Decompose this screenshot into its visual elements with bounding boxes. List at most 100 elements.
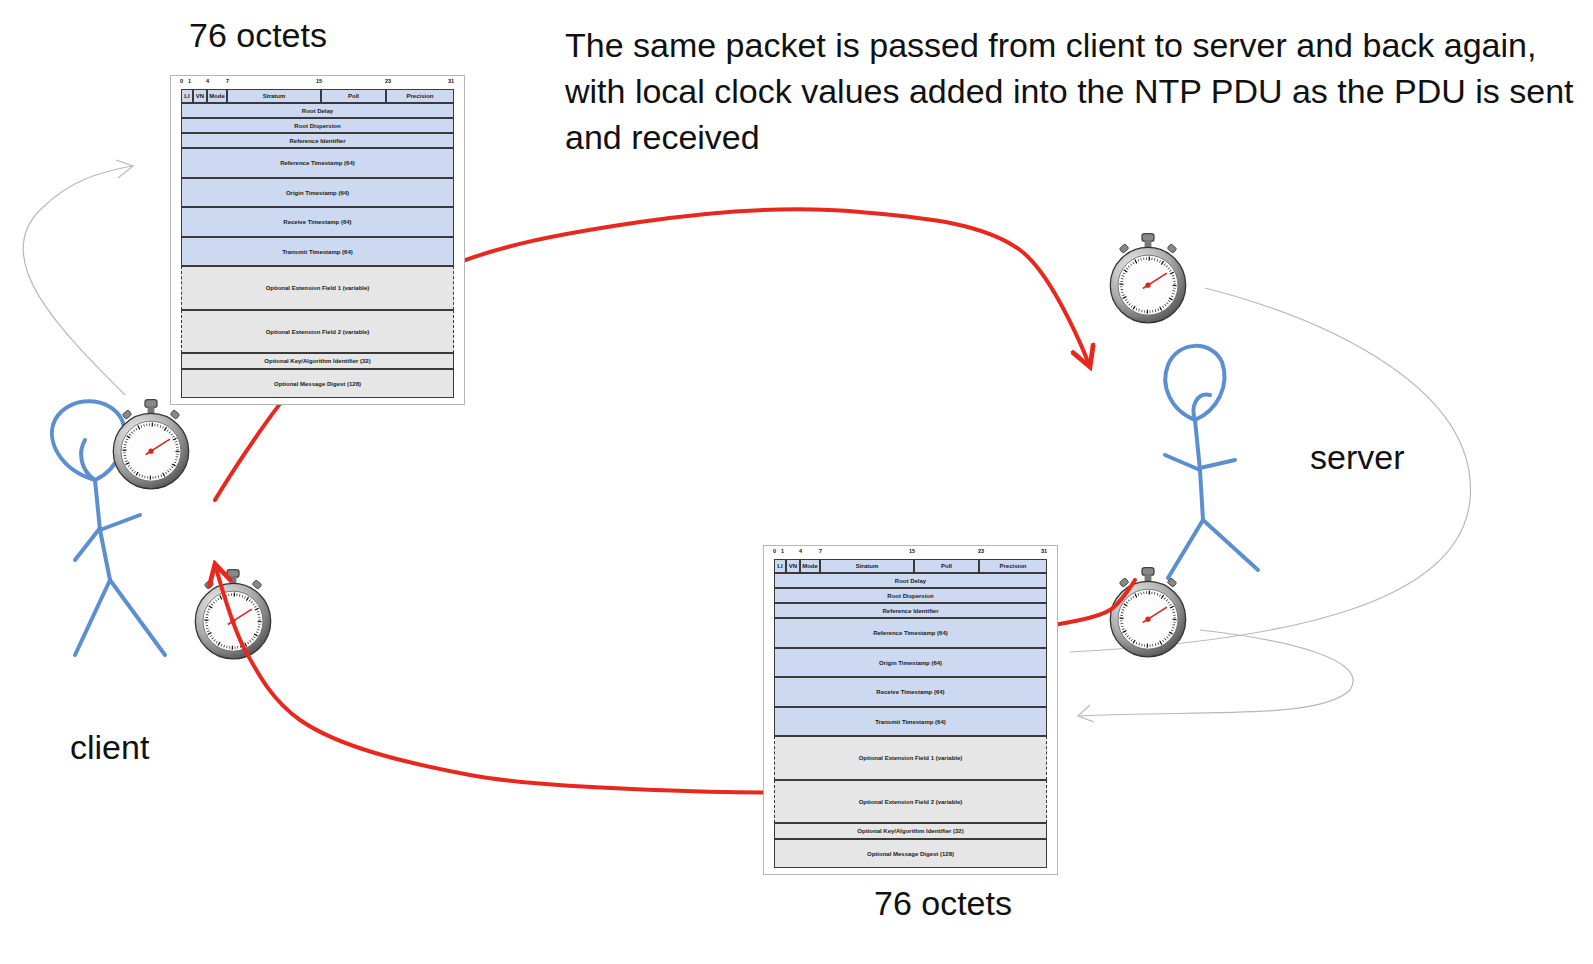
header-field: Stratum [820,559,914,573]
field-name: Root Delay [895,578,926,584]
bit-number: 1 [781,548,784,554]
bit-number: 15 [316,78,322,84]
packet-frame: 76 octetsLIVNModeStratumPollPrecisionRoo… [170,75,465,405]
bit-number: 23 [385,78,391,84]
header-field: Optional Extension Field 2 (variable) [774,780,1047,823]
field-name: Precision [406,93,433,99]
actor-name: client [70,728,149,767]
header-field: Reference Identifier [774,603,1047,618]
field-name: Stratum [263,93,286,99]
stopwatch [1110,568,1185,657]
size-heading: 76 octets [189,16,327,55]
field-name: Optional Message Digest (128) [867,851,954,857]
header-field: Optional Extension Field 1 (variable) [774,736,1047,780]
header-field: Mode [800,559,820,573]
stopwatch [1110,234,1185,323]
header-field: Root Dispersion [181,118,454,133]
bit-number: 7 [819,548,822,554]
header-field: Poll [321,89,386,103]
field-name: Root Delay [302,108,333,114]
field-name: LI [777,563,782,569]
header-field: Optional Key/Algorithm Identifier (32) [181,353,454,369]
stopwatch [195,570,270,659]
field-name: Optional Extension Field 1 (variable) [266,285,370,291]
header-field: Root Dispersion [774,588,1047,603]
field-name: Root Dispersion [887,593,933,599]
header-field: Mode [207,89,227,103]
actor-name: server [1310,438,1404,477]
server-figure [1165,346,1258,578]
header-field: Origin Timestamp (64) [774,648,1047,677]
caption-note: The same packet is passed from client to… [565,22,1575,160]
field-name: Receive Timestamp (64) [876,689,944,695]
field-name: Receive Timestamp (64) [283,219,351,225]
bit-number: 23 [978,548,984,554]
field-name: Optional Key/Algorithm Identifier (32) [857,828,963,834]
actor: client [40,380,215,780]
field-name: Origin Timestamp (64) [286,190,349,196]
header-field: Root Delay [181,103,454,118]
field-name: Root Dispersion [294,123,340,129]
field-name: Poll [941,563,952,569]
header-field: Reference Identifier [181,133,454,148]
leader-line [116,160,133,178]
actor: server [1090,280,1450,580]
field-name: Optional Message Digest (128) [274,381,361,387]
header-field: VN [786,559,800,573]
header-field: LI [181,89,193,103]
field-name: Poll [348,93,359,99]
bit-number: 15 [909,548,915,554]
field-name: Reference Identifier [882,608,938,614]
bit-number: 0 [180,78,183,84]
field-name: VN [196,93,204,99]
header-field: Receive Timestamp (64) [181,207,454,237]
field-name: Optional Extension Field 1 (variable) [859,755,963,761]
header-field: Receive Timestamp (64) [774,677,1047,707]
header-field: Origin Timestamp (64) [181,178,454,207]
bit-number: 4 [799,548,802,554]
message-arrow [1058,580,1135,624]
field-name: Mode [802,563,818,569]
bit-number: 4 [206,78,209,84]
bit-number: 0 [773,548,776,554]
header-field: VN [193,89,207,103]
field-name: Precision [999,563,1026,569]
header-field: Root Delay [774,573,1047,588]
bit-number: 1 [188,78,191,84]
header-field: Optional Extension Field 1 (variable) [181,266,454,310]
header-field: Precision [386,89,454,103]
bit-number: 31 [1041,548,1047,554]
bit-number: 7 [226,78,229,84]
field-name: Reference Identifier [289,138,345,144]
field-name: Optional Key/Algorithm Identifier (32) [264,358,370,364]
field-name: Transmit Timestamp (64) [875,719,946,725]
header-field: LI [774,559,786,573]
header-field: Transmit Timestamp (64) [181,237,454,266]
message-arrow [215,564,763,793]
field-name: VN [789,563,797,569]
field-name: Reference Timestamp (64) [280,160,355,166]
header-field: Precision [979,559,1047,573]
field-name: Origin Timestamp (64) [879,660,942,666]
leader-line [1078,705,1094,722]
header-field: Optional Key/Algorithm Identifier (32) [774,823,1047,839]
header-field: Optional Extension Field 2 (variable) [181,310,454,353]
header-field: Reference Timestamp (64) [774,618,1047,648]
header-field: Transmit Timestamp (64) [774,707,1047,736]
header-field: Optional Message Digest (128) [774,839,1047,868]
field-name: Stratum [856,563,879,569]
bit-number: 31 [448,78,454,84]
field-name: Optional Extension Field 2 (variable) [859,799,963,805]
field-name: LI [184,93,189,99]
field-name: Mode [209,93,225,99]
stopwatch [113,400,188,489]
field-name: Optional Extension Field 2 (variable) [266,329,370,335]
header-field: Poll [914,559,979,573]
header-field: Stratum [227,89,321,103]
field-name: Transmit Timestamp (64) [282,249,353,255]
header-field: Optional Message Digest (128) [181,369,454,398]
leader-line [23,166,132,395]
packet-frame: 76 octetsLIVNModeStratumPollPrecisionRoo… [763,545,1058,875]
header-field: Reference Timestamp (64) [181,148,454,178]
size-heading: 76 octets [874,884,1012,923]
